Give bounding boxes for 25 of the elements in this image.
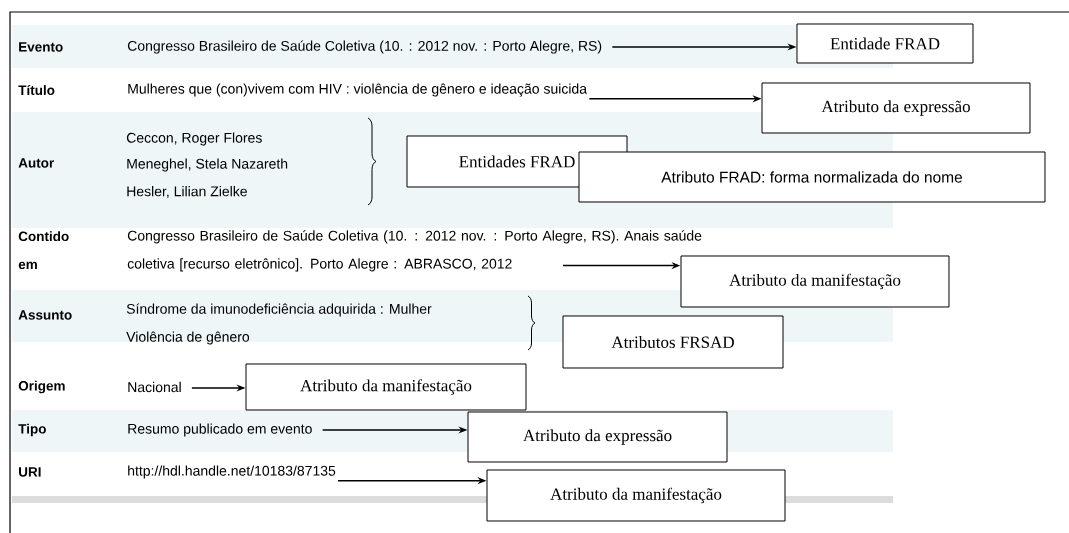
label-box: Atributo da expressão: [761, 82, 1031, 134]
label-box: Entidade FRAD: [796, 23, 974, 64]
field-name: Assunto: [18, 310, 72, 320]
field-name: Tipo: [18, 423, 46, 437]
field-name: Autor: [18, 158, 54, 168]
field-name: URI: [19, 467, 41, 477]
label-box: Atributo da expressão: [467, 411, 728, 463]
field-name: Contido em: [18, 231, 69, 270]
record-value: Nacional: [128, 381, 181, 393]
label-box: Atributo da manifestação: [680, 255, 950, 308]
record-value: Mulheres que (con)vivem com HIV : violência de gênero e ideação suicida: [128, 83, 587, 97]
record-value: Ceccon, Roger Flores: [126, 132, 262, 146]
label-box: Atributo da manifestação: [245, 363, 527, 411]
field-name: Origem: [18, 380, 65, 394]
label-box: Atributos FRSAD: [562, 315, 784, 369]
record-value: Síndrome da imunodeficiência adquirida : Mulher: [126, 303, 432, 317]
label-box: Atributo da manifestação: [486, 469, 786, 522]
record-value: Meneghel, Stela Nazareth: [127, 158, 288, 172]
record-value: Congresso Brasileiro de Saúde Coletiva (10. : 2012 nov. : Porto Alegre, RS): [127, 40, 602, 54]
record-value: Violência de gênero: [126, 331, 250, 345]
record-value: Resumo publicado em evento: [128, 423, 312, 437]
field-name: Evento: [19, 42, 63, 52]
record-value: http://hdl.handle.net/10183/87135: [128, 465, 336, 479]
field-name: Título: [18, 85, 55, 95]
record-value: Hesler, Lilian Zielke: [127, 186, 247, 198]
